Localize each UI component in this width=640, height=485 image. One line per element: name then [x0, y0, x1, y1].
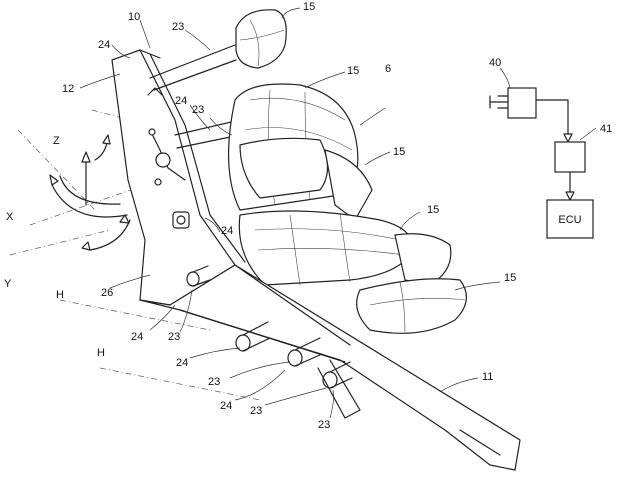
- ref-h-lower: H: [97, 347, 105, 359]
- ref-10: 10: [128, 11, 140, 23]
- sensor-40-block: [507, 87, 537, 119]
- leader-lines: [79, 7, 597, 419]
- ref-15-seat: 15: [427, 204, 439, 216]
- ref-15-front: 15: [504, 272, 516, 284]
- ref-h-upper: H: [56, 289, 64, 301]
- pins: [186, 265, 361, 419]
- ref-23-lower-d: 23: [318, 419, 330, 431]
- rotation-arrows: [49, 134, 131, 251]
- control-diagram: ECU: [489, 87, 594, 239]
- block-41: [554, 141, 586, 173]
- ref-23-mid: 23: [192, 104, 204, 116]
- axis-y: Y: [4, 278, 12, 290]
- ref-24-lower-c: 24: [220, 400, 232, 412]
- ref-24-lower-a: 24: [131, 331, 143, 343]
- ref-6: 6: [385, 63, 391, 75]
- ref-15-upper: 15: [347, 65, 359, 77]
- ecu-box: [546, 199, 594, 239]
- ref-41: 41: [600, 123, 612, 135]
- reference-numerals: 10 23 15 24 12 15 6 24 23 Z 15 X 15 24 Y…: [4, 1, 612, 431]
- ref-15-back: 15: [393, 146, 405, 158]
- ref-24-lower-b: 24: [176, 357, 188, 369]
- seat-structure: [111, 9, 521, 471]
- ecu-label: ECU: [558, 214, 581, 226]
- ref-24-side: 24: [221, 225, 233, 237]
- ref-11: 11: [482, 371, 493, 383]
- ref-23-top: 23: [172, 21, 184, 33]
- ref-40: 40: [489, 57, 501, 69]
- ref-23-lower-c: 23: [250, 405, 262, 417]
- ref-24-top: 24: [98, 39, 110, 51]
- ref-23-lower-a: 23: [168, 331, 180, 343]
- ref-12: 12: [62, 83, 74, 95]
- ref-23-lower-b: 23: [208, 376, 220, 388]
- ref-26: 26: [101, 287, 113, 299]
- axis-z: Z: [53, 135, 60, 147]
- ref-15-headrest: 15: [303, 1, 315, 13]
- axis-x: X: [6, 211, 14, 223]
- ref-24-mid: 24: [175, 95, 187, 107]
